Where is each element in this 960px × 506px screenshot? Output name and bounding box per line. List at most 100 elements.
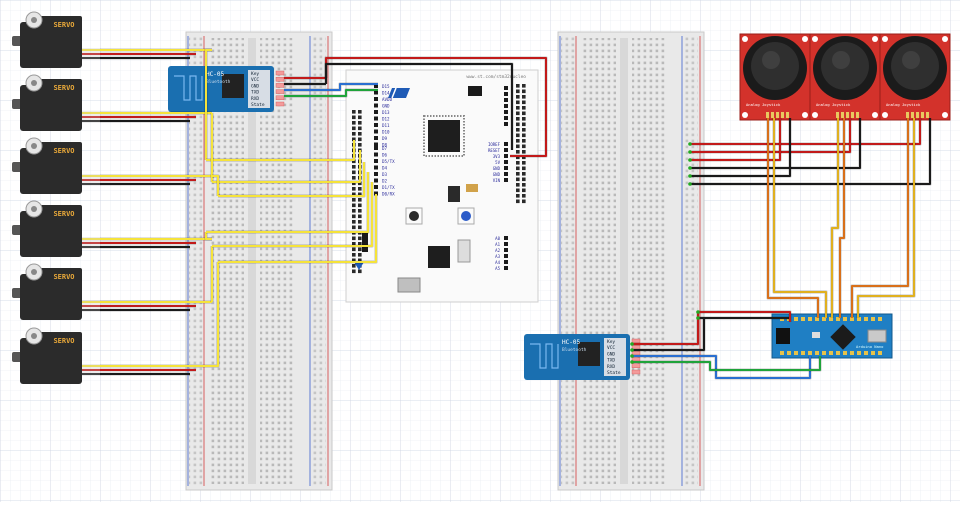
morpho-pin xyxy=(358,236,362,241)
nucleo-board: www.st.com/stm32nucleoD15D14AVDDGNDD13D1… xyxy=(345,69,539,303)
hc05-pin xyxy=(275,76,285,82)
nucleo-pin-label: RESET xyxy=(488,148,501,153)
hc05-pin xyxy=(631,363,641,368)
morpho-pin xyxy=(522,199,526,204)
arduino-header-pin xyxy=(504,178,508,182)
nano-pin-top xyxy=(857,317,861,321)
arduino-header-pin xyxy=(504,154,508,158)
servo-body xyxy=(20,85,82,131)
morpho-pin xyxy=(522,139,526,143)
nucleo-pin-label: A4 xyxy=(495,260,500,265)
servo-body xyxy=(20,148,82,194)
arduino-header-pin xyxy=(504,148,508,152)
morpho-pin xyxy=(352,253,356,257)
joy-vcc-2 xyxy=(690,118,851,153)
joystick-2: Analog Joystick xyxy=(809,33,881,121)
nano-pin-bottom xyxy=(878,351,882,355)
morpho-pin xyxy=(522,95,526,99)
nucleo-pin-label: D2 xyxy=(382,179,388,184)
arduino-header-pin xyxy=(374,110,378,114)
nucleo-pin-label: D7 xyxy=(382,146,388,151)
mount-hole xyxy=(882,112,888,118)
morpho-pin xyxy=(352,137,356,142)
servo-top xyxy=(36,79,82,93)
morpho-pin xyxy=(516,89,520,94)
nucleo-header-text: www.st.com/stm32nucleo xyxy=(466,74,526,80)
morpho-pin xyxy=(522,188,526,193)
signal-route-to-nucleo xyxy=(206,172,369,233)
nano-pin-top xyxy=(801,317,805,321)
morpho-pin xyxy=(358,258,362,263)
arduino-header-pin xyxy=(504,248,508,252)
nano-pin-bottom xyxy=(822,351,826,355)
morpho-pin xyxy=(516,166,520,171)
nucleo-pin-label: D8 xyxy=(382,143,388,148)
user-button-frame xyxy=(457,207,475,225)
breadboard-connection-dot xyxy=(688,174,692,178)
breadboard-connection-dot xyxy=(696,310,700,314)
joystick-highlight xyxy=(762,51,780,69)
nano-usb xyxy=(867,329,887,343)
nucleo-pin-label: A2 xyxy=(495,248,500,253)
servo-label: SERVO xyxy=(53,147,74,155)
nucleo-pin-label: 5V xyxy=(495,160,500,165)
arduino-header-pin xyxy=(374,152,378,157)
morpho-pin xyxy=(522,194,526,198)
morpho-pin xyxy=(522,122,526,127)
nucleo-pin-label: GND xyxy=(382,104,390,109)
breadboard-connection-dot xyxy=(630,354,634,358)
arduino-header-pin xyxy=(374,172,378,176)
nano-pin-bottom xyxy=(808,351,812,355)
mount-hole xyxy=(872,36,878,42)
nucleo-pin-label: A3 xyxy=(495,254,500,259)
morpho-pin xyxy=(352,165,356,169)
joystick-label: Analog Joystick xyxy=(886,102,921,107)
nano-pin-bottom xyxy=(780,351,784,355)
arduino-nano: Arduino Nano xyxy=(771,313,893,359)
mount-hole xyxy=(802,36,808,42)
nucleo-pin-label: D12 xyxy=(382,117,390,122)
hc05-board xyxy=(524,334,630,380)
icsp-header xyxy=(776,328,790,344)
servo-motor-4: SERVO xyxy=(12,200,82,257)
joy1-vert-wire xyxy=(767,118,819,318)
breadboard-connection-dot xyxy=(688,166,692,170)
servo-motor-6: SERVO xyxy=(12,327,82,384)
arduino-header-pin xyxy=(504,166,508,170)
hc05-antenna xyxy=(530,343,559,369)
nano-pin-bottom xyxy=(815,351,819,355)
servo-motor-5: SERVO xyxy=(12,263,82,320)
joystick-pin xyxy=(911,112,914,118)
morpho-pin xyxy=(358,253,362,257)
morpho-pin xyxy=(358,132,362,136)
joystick-highlight xyxy=(832,51,850,69)
hc05-antenna xyxy=(174,75,203,101)
bt-top-rxd-wire xyxy=(284,89,378,97)
nano-pin-bottom xyxy=(794,351,798,355)
morpho-pin xyxy=(352,264,356,268)
st-mini-logo xyxy=(354,262,364,270)
morpho-pin xyxy=(516,150,520,154)
crystal xyxy=(457,239,471,263)
joystick-1: Analog Joystick xyxy=(739,33,811,121)
servo-horn-hub xyxy=(31,80,37,86)
morpho-pin xyxy=(522,172,526,176)
morpho-pin xyxy=(358,110,362,114)
morpho-pin xyxy=(522,100,526,105)
hc05-pin xyxy=(275,70,285,76)
morpho-pin xyxy=(358,187,362,191)
joystick-pin xyxy=(846,112,849,118)
arduino-header-pin xyxy=(374,142,378,147)
arduino-header-pin xyxy=(374,116,378,121)
joy2-horiz-wire xyxy=(839,118,845,318)
morpho-pin xyxy=(522,166,526,171)
servo-body xyxy=(20,22,82,68)
signal-route-vertical xyxy=(212,175,219,196)
servo-body xyxy=(20,274,82,320)
breadboard-right xyxy=(557,31,705,491)
servo-body xyxy=(20,338,82,384)
arduino-header-pin xyxy=(504,142,508,146)
servo-horn-hub xyxy=(31,333,37,339)
arduino-header-pin xyxy=(504,160,508,164)
